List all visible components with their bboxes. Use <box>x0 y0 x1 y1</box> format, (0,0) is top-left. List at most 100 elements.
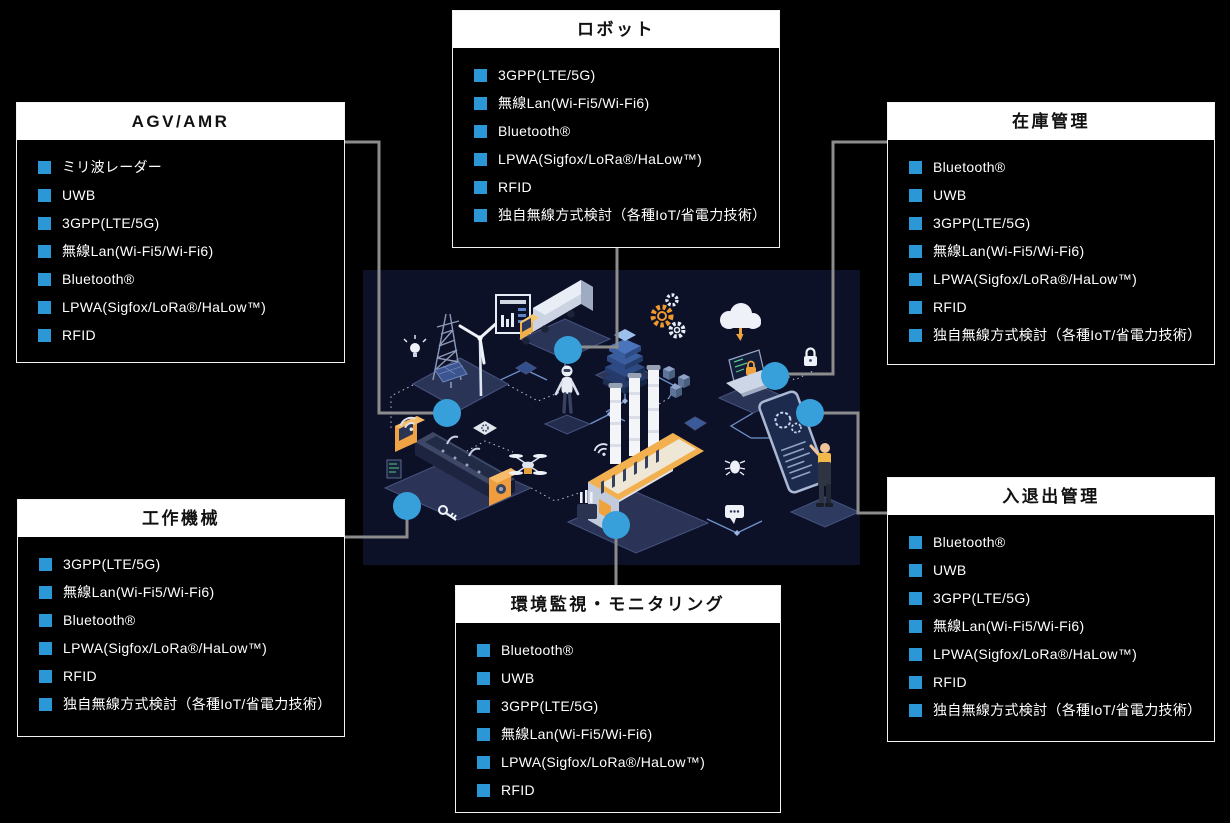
gears-icon <box>650 293 686 339</box>
tech-label: Bluetooth® <box>933 534 1006 550</box>
bug-icon <box>724 460 746 476</box>
bullet-square-icon <box>909 535 922 549</box>
tech-label: UWB <box>62 187 96 203</box>
tech-label: 無線Lan(Wi-Fi5/Wi-Fi6) <box>498 95 650 111</box>
panel-title: 在庫管理 <box>888 103 1214 140</box>
list-item: RFID <box>909 293 1208 321</box>
list-item: 独自無線方式検討（各種IoT/省電力技術） <box>474 201 773 229</box>
bullet-square-icon <box>474 180 487 194</box>
humanoid-robot-icon <box>554 365 580 414</box>
bullet-square-icon <box>38 188 51 202</box>
list-item: 無線Lan(Wi-Fi5/Wi-Fi6) <box>474 89 773 117</box>
list-item: 無線Lan(Wi-Fi5/Wi-Fi6) <box>909 612 1208 640</box>
list-item: 無線Lan(Wi-Fi5/Wi-Fi6) <box>477 720 774 748</box>
list-item: LPWA(Sigfox/LoRa®/HaLow™) <box>909 640 1208 668</box>
tech-label: 3GPP(LTE/5G) <box>63 556 161 572</box>
panel-robot: ロボット 3GPP(LTE/5G)無線Lan(Wi-Fi5/Wi-Fi6)Blu… <box>452 10 780 248</box>
list-item: 無線Lan(Wi-Fi5/Wi-Fi6) <box>909 237 1208 265</box>
wifi-signal-icon <box>399 416 416 432</box>
factory-iot-illustration <box>363 270 860 565</box>
tech-label: 無線Lan(Wi-Fi5/Wi-Fi6) <box>63 584 215 600</box>
tech-label: 無線Lan(Wi-Fi5/Wi-Fi6) <box>501 726 653 742</box>
bullet-square-icon <box>909 272 922 286</box>
list-item: 無線Lan(Wi-Fi5/Wi-Fi6) <box>38 237 338 265</box>
list-item: Bluetooth® <box>477 636 774 664</box>
bullet-square-icon <box>38 328 51 342</box>
blue-tile <box>515 361 537 375</box>
tech-label: Bluetooth® <box>501 642 574 658</box>
list-item: UWB <box>38 181 338 209</box>
bullet-square-icon <box>909 216 922 230</box>
blue-tile <box>684 416 707 431</box>
list-item: 3GPP(LTE/5G) <box>474 61 773 89</box>
list-item: UWB <box>477 664 774 692</box>
key-icon <box>438 505 457 521</box>
bullet-square-icon <box>474 152 487 166</box>
bullet-square-icon <box>39 697 52 711</box>
bullet-square-icon <box>39 669 52 683</box>
panel-title: 環境監視・モニタリング <box>456 586 780 623</box>
bullet-square-icon <box>38 244 51 258</box>
tech-list: Bluetooth® UWB 3GPP(LTE/5G)無線Lan(Wi-Fi5/Wi… <box>888 140 1214 349</box>
bullet-square-icon <box>909 300 922 314</box>
tech-label: ミリ波レーダー <box>62 159 163 175</box>
tech-label: Bluetooth® <box>62 271 135 287</box>
drone-icon <box>509 454 547 475</box>
list-item: 独自無線方式検討（各種IoT/省電力技術） <box>909 321 1208 349</box>
list-item: 3GPP(LTE/5G) <box>909 209 1208 237</box>
list-item: RFID <box>477 776 774 804</box>
bullet-square-icon <box>474 208 487 222</box>
tech-label: LPWA(Sigfox/LoRa®/HaLow™) <box>62 299 267 315</box>
bullet-square-icon <box>477 755 490 769</box>
bullet-square-icon <box>909 703 922 717</box>
list-item: LPWA(Sigfox/LoRa®/HaLow™) <box>477 748 774 776</box>
list-item: RFID <box>38 321 338 349</box>
dashboard-card-icon <box>495 294 531 334</box>
tech-label: 独自無線方式検討（各種IoT/省電力技術） <box>63 696 332 712</box>
list-item: LPWA(Sigfox/LoRa®/HaLow™) <box>39 634 338 662</box>
panel-title: 工作機械 <box>18 500 344 537</box>
factory-chimneys-icon <box>577 365 704 538</box>
conveyor-machine-icon <box>386 416 519 506</box>
panel-title: AGV/AMR <box>17 103 344 140</box>
bullet-square-icon <box>909 675 922 689</box>
tech-label: RFID <box>63 668 97 684</box>
tech-label: LPWA(Sigfox/LoRa®/HaLow™) <box>498 151 703 167</box>
bullet-square-icon <box>38 160 51 174</box>
tech-label: Bluetooth® <box>933 159 1006 175</box>
bullet-square-icon <box>909 160 922 174</box>
tech-label: RFID <box>501 782 535 798</box>
list-item: LPWA(Sigfox/LoRa®/HaLow™) <box>909 265 1208 293</box>
gear-plate-icon <box>473 421 497 435</box>
bullet-square-icon <box>477 727 490 741</box>
tech-label: RFID <box>933 674 967 690</box>
list-item: RFID <box>909 668 1208 696</box>
control-panel <box>386 459 402 479</box>
tech-label: UWB <box>933 187 967 203</box>
speech-bubble-icon <box>725 505 744 524</box>
bullet-square-icon <box>474 68 487 82</box>
list-item: UWB <box>909 556 1208 584</box>
panel-machine-tools: 工作機械 3GPP(LTE/5G)無線Lan(Wi-Fi5/Wi-Fi6)Blu… <box>17 499 345 737</box>
bullet-square-icon <box>477 671 490 685</box>
panel-inventory-management: 在庫管理 Bluetooth® UWB 3GPP(LTE/5G)無線Lan(Wi-F… <box>887 102 1215 365</box>
bullet-square-icon <box>909 328 922 342</box>
tech-label: LPWA(Sigfox/LoRa®/HaLow™) <box>501 754 706 770</box>
panel-title: ロボット <box>453 11 779 48</box>
bullet-square-icon <box>39 641 52 655</box>
list-item: LPWA(Sigfox/LoRa®/HaLow™) <box>38 293 338 321</box>
bullet-square-icon <box>474 124 487 138</box>
bullet-square-icon <box>477 699 490 713</box>
bullet-square-icon <box>477 643 490 657</box>
robot-arm <box>446 435 481 457</box>
panel-title: 入退出管理 <box>888 478 1214 515</box>
bullet-square-icon <box>909 244 922 258</box>
bullet-square-icon <box>909 188 922 202</box>
tech-label: LPWA(Sigfox/LoRa®/HaLow™) <box>63 640 268 656</box>
bullet-square-icon <box>38 272 51 286</box>
bullet-square-icon <box>909 619 922 633</box>
list-item: UWB <box>909 181 1208 209</box>
bullet-square-icon <box>39 613 52 627</box>
